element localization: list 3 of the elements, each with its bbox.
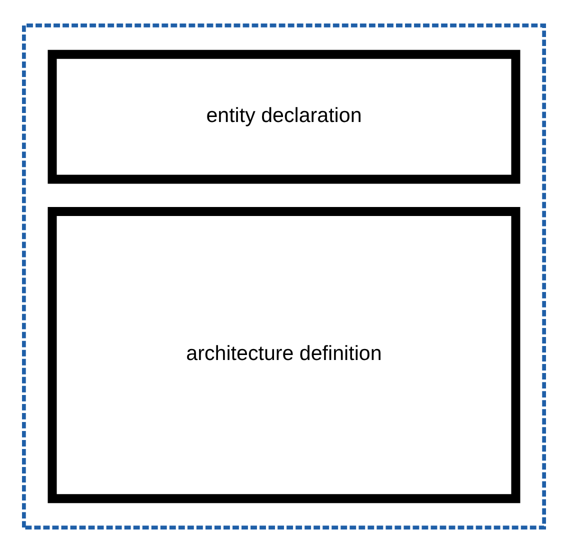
cluster: [22, 23, 546, 529]
node-box: architecture definition: [48, 206, 520, 503]
node-box: entity declaration: [48, 49, 520, 184]
